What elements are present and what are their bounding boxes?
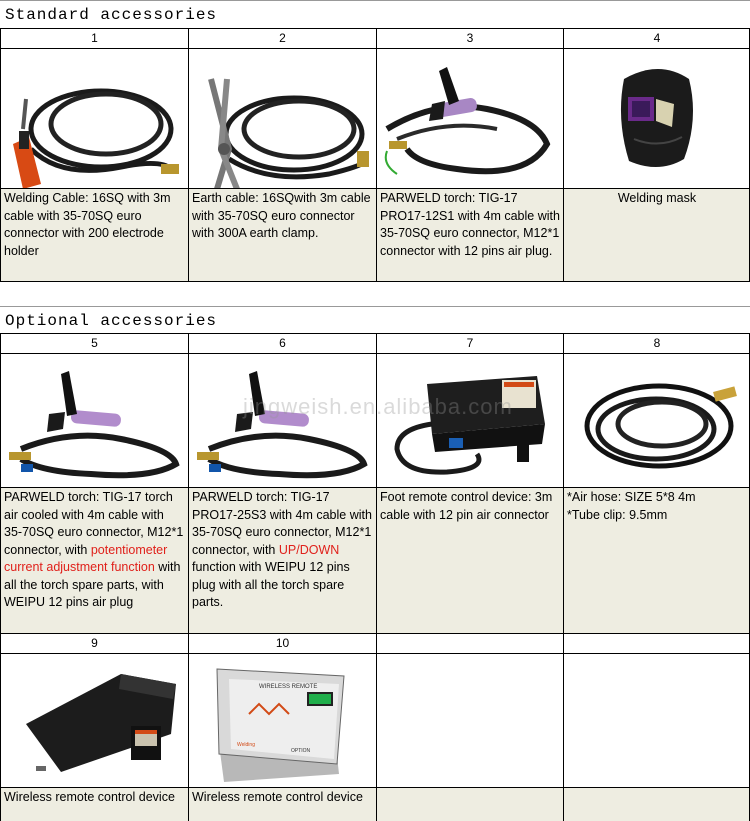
empty-number-cell bbox=[376, 633, 563, 653]
highlight-text: UP/DOWN bbox=[278, 542, 340, 557]
item-description: Wireless remote control device bbox=[0, 787, 188, 821]
wireless-remote-image: WIRELESS REMOTE OPTION Welding bbox=[188, 653, 376, 787]
item-description: Foot remote control device: 3m cable wit… bbox=[376, 487, 563, 633]
optional-accessories-title: Optional accessories bbox=[0, 306, 750, 334]
remote-option-label: OPTION bbox=[291, 748, 311, 754]
item-number: 10 bbox=[188, 633, 376, 653]
table-border bbox=[0, 281, 750, 282]
air-hose-icon bbox=[584, 383, 737, 469]
item-number: 2 bbox=[188, 28, 376, 48]
wireless-pedal-icon bbox=[26, 674, 176, 772]
item-number: 3 bbox=[376, 28, 563, 48]
item-number: 8 bbox=[563, 333, 750, 353]
item-number: 1 bbox=[0, 28, 188, 48]
earth-clamp-cable-icon bbox=[208, 78, 369, 188]
item-description: Earth cable: 16SQwith 3m cable with 35-7… bbox=[188, 188, 376, 282]
item-description: PARWELD torch: TIG-17 PRO17-25S3 with 4m… bbox=[188, 487, 376, 633]
electrode-holder-cable-image bbox=[0, 48, 188, 188]
item-number: 7 bbox=[376, 333, 563, 353]
item-number: 9 bbox=[0, 633, 188, 653]
watermark: jingweish.en.alibaba.com bbox=[243, 394, 513, 419]
highlight-text: potentiometer current adjustment functio… bbox=[4, 542, 168, 575]
item-description: Wireless remote control device bbox=[188, 787, 376, 821]
wireless-pedal-image bbox=[0, 653, 188, 787]
air-hose-image bbox=[563, 353, 750, 487]
standard-accessories-title: Standard accessories bbox=[0, 0, 750, 28]
tig-torch-icon bbox=[384, 67, 551, 175]
item-description: *Air hose: SIZE 5*8 4m *Tube clip: 9.5mm bbox=[563, 487, 750, 633]
wireless-remote-icon: WIRELESS REMOTE OPTION Welding bbox=[216, 668, 345, 782]
welding-mask-image bbox=[563, 48, 750, 188]
item-number: 5 bbox=[0, 333, 188, 353]
item-number: 4 bbox=[563, 28, 750, 48]
item-description: Welding mask bbox=[563, 188, 750, 282]
item-number: 6 bbox=[188, 333, 376, 353]
tig-torch-image bbox=[376, 48, 563, 188]
earth-clamp-cable-image bbox=[188, 48, 376, 188]
remote-brand-label: Welding bbox=[237, 742, 255, 748]
tig-torch-image bbox=[0, 353, 188, 487]
tig-torch-image bbox=[188, 353, 376, 487]
tig-torch-icon bbox=[9, 371, 180, 479]
item-description: PARWELD torch: TIG-17 PRO17-12S1 with 4m… bbox=[376, 188, 563, 282]
empty-description-cell bbox=[376, 787, 563, 821]
item-description: PARWELD torch: TIG-17 torch air cooled w… bbox=[0, 487, 188, 633]
tig-torch-icon bbox=[197, 371, 368, 479]
empty-number-cell bbox=[563, 633, 750, 653]
electrode-holder-cable-icon bbox=[13, 88, 179, 188]
empty-image-cell bbox=[376, 653, 563, 787]
item-description: Welding Cable: 16SQ with 3m cable with 3… bbox=[0, 188, 188, 282]
empty-description-cell bbox=[563, 787, 750, 821]
empty-image-cell bbox=[563, 653, 750, 787]
foot-pedal-image bbox=[376, 353, 563, 487]
remote-panel-title: WIRELESS REMOTE bbox=[259, 684, 317, 690]
foot-pedal-icon bbox=[394, 376, 545, 475]
welding-mask-icon bbox=[620, 69, 693, 168]
